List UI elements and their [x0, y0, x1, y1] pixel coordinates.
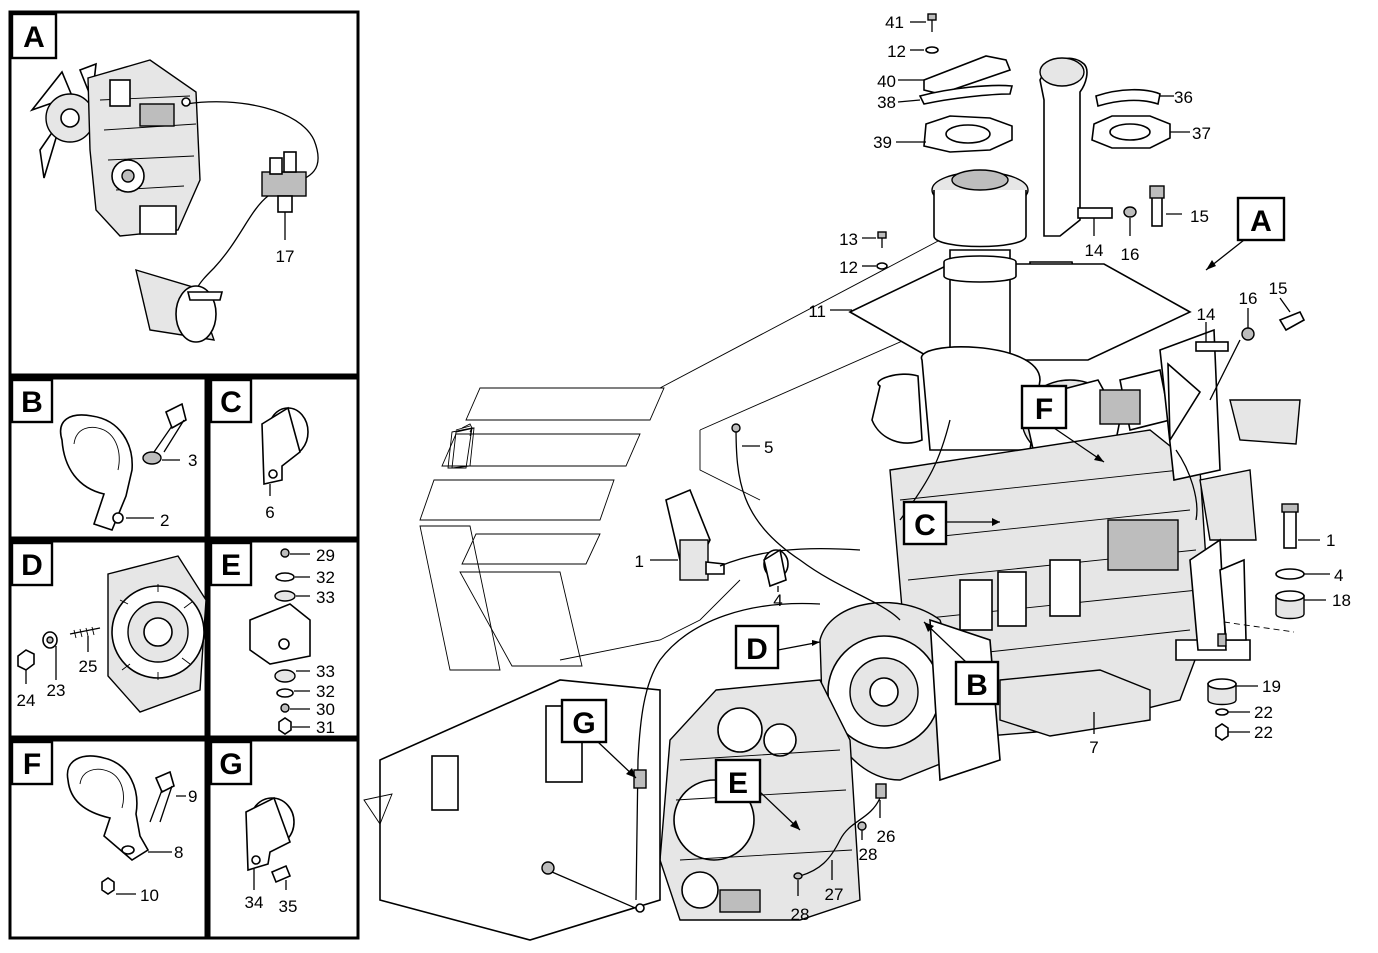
callout-4: 4: [773, 591, 782, 610]
callout-12-mid: 12: [839, 258, 858, 277]
callout-22-lower: 19: [1262, 677, 1281, 696]
callout-7: 7: [1089, 738, 1098, 757]
callout-32b: 32: [316, 682, 335, 701]
callout-11: 11: [808, 302, 826, 321]
callout-2: 2: [160, 511, 169, 530]
bolt-13-washer-12: [862, 231, 888, 270]
callout-16-top: 16: [1121, 245, 1140, 264]
callout-13: 13: [839, 230, 858, 249]
panel-g-drawing: [245, 796, 295, 890]
callout-41: 41: [885, 13, 904, 32]
callout-37: 37: [1192, 124, 1211, 143]
callout-12-top: 12: [887, 42, 906, 61]
svg-text:B: B: [21, 386, 43, 419]
callout-15-top: 15: [1190, 207, 1209, 226]
tag-g-main: G: [560, 698, 637, 779]
callout-1: 1: [635, 552, 644, 571]
tag-a-main: A: [1205, 196, 1286, 271]
sensor-group-top: [1077, 185, 1182, 236]
callout-23: 23: [47, 681, 66, 700]
svg-text:E: E: [728, 767, 748, 800]
svg-text:C: C: [220, 386, 242, 419]
callout-5: 5: [764, 438, 773, 457]
panel-f-drawing: [66, 755, 186, 895]
callout-6: 6: [265, 503, 274, 522]
panel-a-drawing: [29, 59, 319, 343]
callout-25: 25: [79, 657, 98, 676]
panel-e-drawing: [249, 548, 311, 735]
svg-text:A: A: [1250, 205, 1272, 238]
callout-38: 38: [877, 93, 896, 112]
detail-panel-frames: [8, 10, 360, 940]
svg-text:D: D: [21, 549, 43, 582]
callout-8: 8: [174, 843, 183, 862]
callout-9: 9: [188, 787, 197, 806]
throttle-pedal: [650, 423, 901, 621]
sensor-group-right: [1195, 297, 1306, 352]
tag-f-main: F: [1020, 384, 1105, 463]
svg-text:C: C: [914, 509, 936, 542]
callout-40: 40: [877, 72, 896, 91]
callout-30: 30: [316, 700, 335, 719]
callout-29: 29: [316, 546, 335, 565]
clamp-4: [763, 548, 789, 592]
svg-text:B: B: [966, 669, 988, 702]
mount-parts-right: [1207, 503, 1330, 741]
svg-text:A: A: [23, 21, 45, 54]
panel-title-a: A: [10, 12, 58, 60]
panel-title-g: G: [209, 740, 253, 786]
callout-28-lower: 28: [791, 905, 810, 924]
tag-c-main: C: [902, 500, 1000, 546]
callout-21: 22: [1254, 703, 1273, 722]
callout-34: 34: [245, 893, 264, 912]
top-exploded-parts: [896, 13, 1190, 153]
callout-19: 4: [1334, 566, 1343, 585]
callout-16-right: 16: [1239, 289, 1258, 308]
callout-24: 24: [17, 691, 36, 710]
callout-14-top: 14: [1085, 241, 1104, 260]
panel-title-e: E: [209, 541, 253, 587]
svg-text:D: D: [746, 633, 768, 666]
panel-d-drawing: [17, 555, 207, 713]
callout-36: 36: [1174, 88, 1193, 107]
callout-10: 10: [140, 886, 159, 905]
callout-32: 32: [316, 568, 335, 587]
panel-title-f: F: [10, 740, 54, 786]
callout-15-right: 15: [1269, 279, 1288, 298]
callout-17: 17: [276, 247, 295, 266]
callout-14-right: 14: [1197, 305, 1216, 324]
main-frame-ghost: [419, 239, 951, 671]
callout-18: 1: [1326, 531, 1335, 550]
callout-27: 27: [825, 885, 844, 904]
callout-31: 31: [316, 718, 335, 737]
callout-20: 22: [1254, 723, 1273, 742]
callout-35: 35: [279, 897, 298, 916]
callout-26: 26: [877, 827, 896, 846]
svg-text:F: F: [23, 748, 41, 781]
callout-22-right: 18: [1332, 591, 1351, 610]
svg-text:G: G: [219, 748, 242, 781]
callout-3: 3: [188, 451, 197, 470]
svg-text:E: E: [221, 549, 241, 582]
hose-g: [633, 602, 821, 913]
tag-e-main: E: [714, 758, 801, 831]
panel-title-d: D: [10, 541, 54, 587]
hose-27: [793, 783, 887, 896]
svg-text:G: G: [572, 707, 595, 740]
panel-title-c: C: [209, 378, 253, 424]
tag-d-main: D: [734, 624, 821, 670]
panel-c-drawing: [261, 406, 309, 496]
callout-33: 33: [316, 588, 335, 607]
callout-28-upper: 28: [859, 845, 878, 864]
callout-39: 39: [873, 133, 892, 152]
svg-text:F: F: [1035, 393, 1053, 426]
panel-b-drawing: [59, 402, 187, 531]
panel-title-b: B: [10, 378, 54, 424]
tag-b-main: B: [923, 621, 1000, 706]
svg-text:17: 17: [276, 247, 295, 266]
callout-33b: 33: [316, 662, 335, 681]
